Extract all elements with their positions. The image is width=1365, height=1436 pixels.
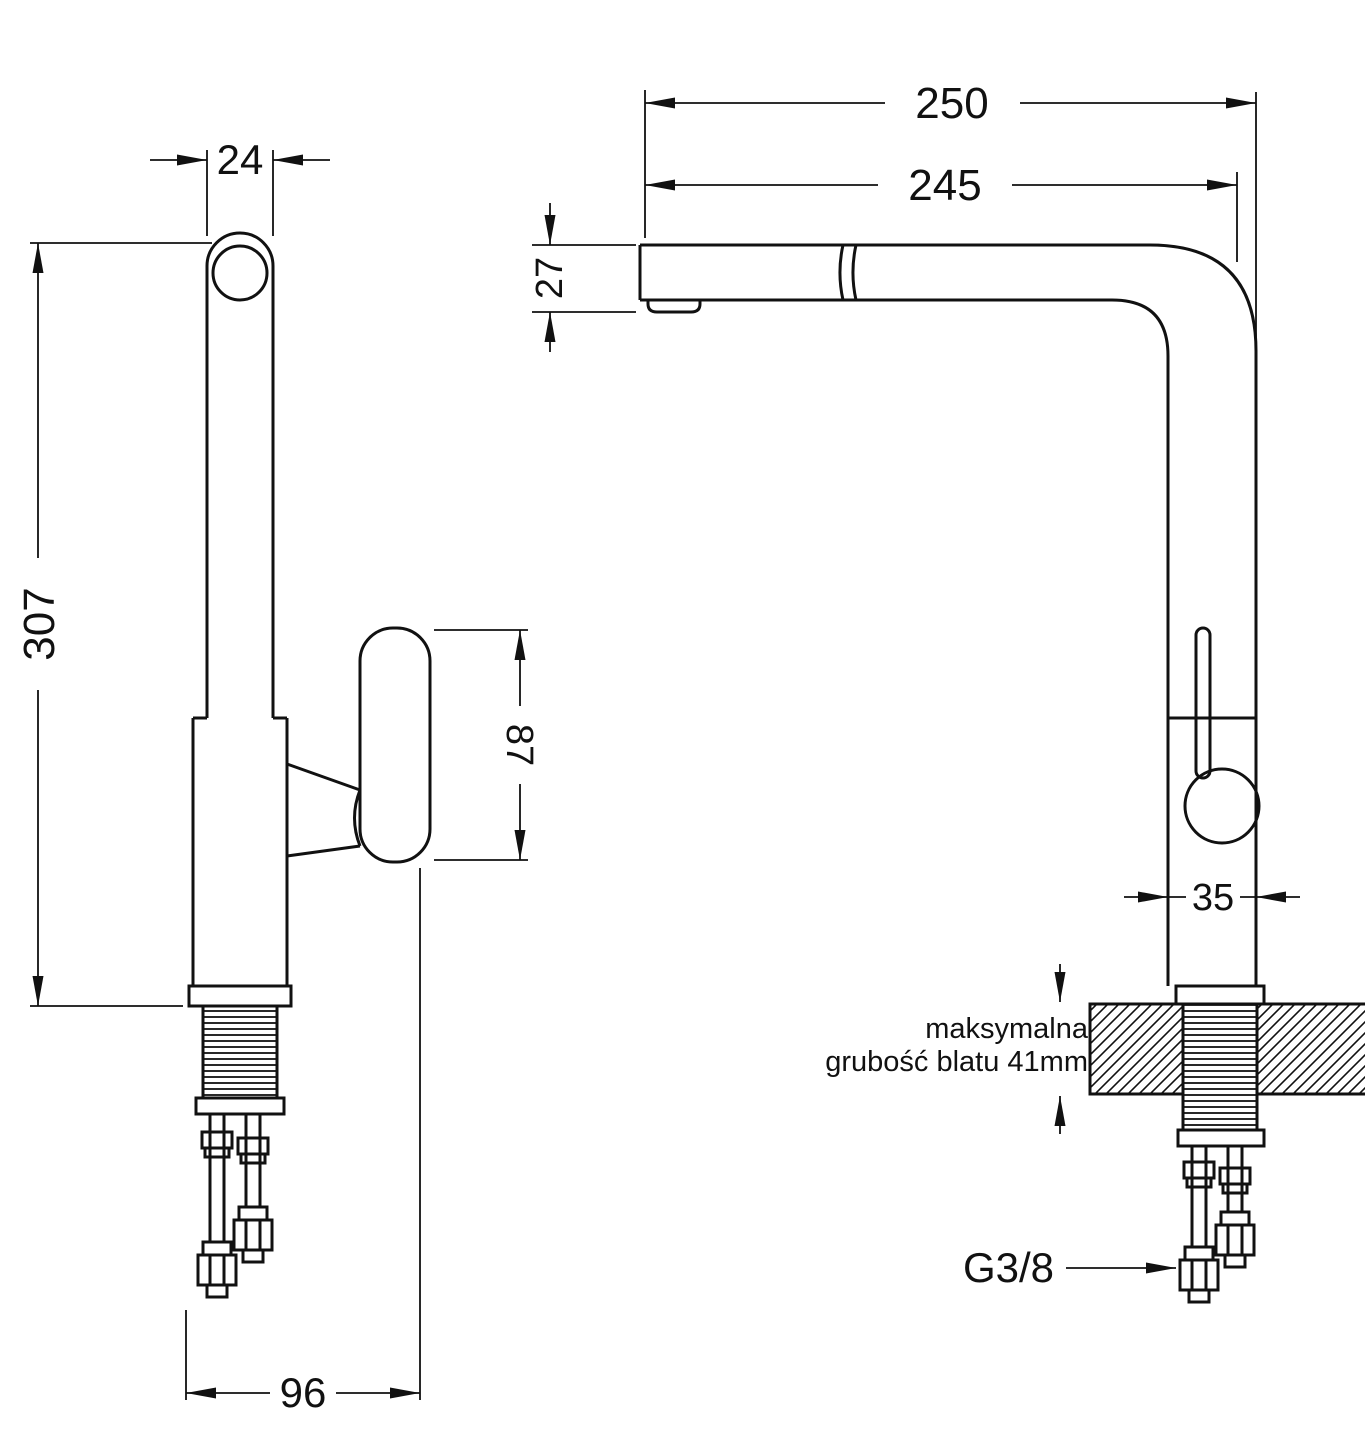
label-height: 307 <box>15 587 64 660</box>
countertop-note-line1: maksymalna <box>925 1013 1089 1045</box>
label-total-reach: 250 <box>915 79 988 128</box>
label-body-width: 35 <box>1192 877 1234 919</box>
label-top-width: 24 <box>217 136 264 183</box>
mount-flange <box>194 1096 286 1116</box>
hose-fitting-a <box>196 1240 238 1299</box>
hose-fitting-b <box>232 1205 274 1264</box>
mount-flange <box>1176 1128 1266 1148</box>
label-handle-height: 87 <box>498 724 540 766</box>
label-spout-drop: 27 <box>529 257 571 299</box>
extension-lines <box>30 90 1257 1400</box>
handle-cone <box>286 762 362 858</box>
cap-ball <box>211 244 269 302</box>
thread-shank <box>1181 1002 1259 1132</box>
handle-ball <box>1183 767 1261 845</box>
mount-stud-b <box>236 1114 270 1207</box>
riser-pipe <box>205 231 275 718</box>
side-view <box>187 231 432 1299</box>
base-plate <box>187 984 293 1008</box>
countertop-note-line2: grubość blatu 41mm <box>825 1046 1088 1078</box>
pullout-seam <box>838 244 858 301</box>
label-spout-reach: 245 <box>908 161 981 210</box>
dimension-labels: 24 307 87 96 250 245 27 35 G3/8 maksymal… <box>15 79 1234 1416</box>
hose-fitting-b <box>1214 1210 1256 1269</box>
hose-fitting-a <box>1178 1245 1220 1304</box>
mount-stud-b <box>1218 1146 1252 1212</box>
handle-knob <box>358 626 432 864</box>
spout-outline <box>638 243 1258 986</box>
countertop-left <box>1088 1002 1185 1096</box>
handle-lever <box>1194 626 1212 780</box>
thread-shank <box>201 1004 279 1100</box>
countertop-right <box>1255 1002 1365 1096</box>
base-plate <box>1174 984 1266 1006</box>
mount-stud-a <box>1182 1146 1216 1247</box>
mount-stud-a <box>200 1114 234 1242</box>
front-view <box>638 243 1365 1304</box>
body-outline <box>191 716 289 986</box>
label-base-depth: 96 <box>280 1369 327 1416</box>
label-thread-size: G3/8 <box>963 1244 1054 1291</box>
dimension-lines <box>30 90 1300 1400</box>
spout-outlet <box>646 300 702 314</box>
